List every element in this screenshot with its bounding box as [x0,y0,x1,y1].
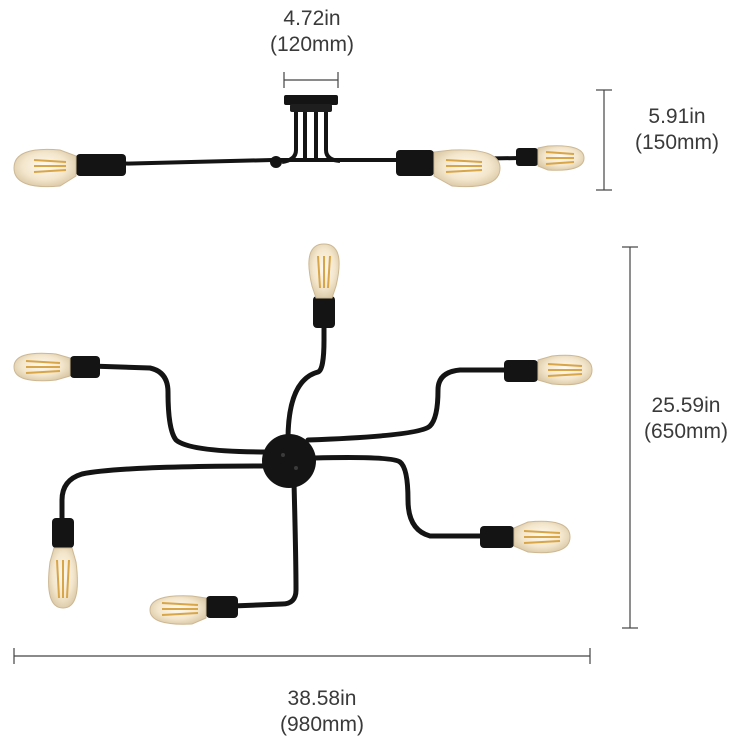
canopy-plate [284,95,338,105]
bulb-top [308,243,340,299]
bulb-bottom [149,595,207,625]
bulb-upper-left [13,352,71,382]
bulb-right [513,520,571,554]
socket-top [313,296,335,328]
canopy-width-mm: (120mm) [269,33,354,56]
top-view-fixture [59,315,515,609]
bulb-side-right [433,149,501,188]
fixture-depth-label: 25.59in (650mm) [622,393,750,445]
arm-bottom [229,479,299,609]
socket-side-far [516,148,538,166]
arm-right [311,455,489,539]
bulb-left [48,547,78,609]
bulb-side-left [13,148,77,188]
hub-knob [270,156,282,168]
bulb-upper-right [537,354,593,386]
top-view-sockets [52,296,538,618]
socket-upper-left [70,356,100,378]
fixture-height-label: 5.91in (150mm) [612,104,742,156]
fixture-height-inches: 5.91in [648,105,706,128]
central-hub [262,434,316,488]
fixture-depth-inches: 25.59in [651,394,721,417]
fixture-width-label: 38.58in (980mm) [232,686,412,738]
side-view-fixture [13,95,585,188]
dimension-lines [13,72,638,664]
socket-right [480,526,514,548]
arm-left [59,463,273,531]
socket-bottom [206,596,238,618]
fixture-width-mm: (980mm) [279,713,364,736]
arm-upper-right [305,367,515,443]
socket-upper-right [504,360,538,382]
socket-left [52,518,74,548]
fixture-width-inches: 38.58in [287,687,357,710]
fixture-height-mm: (150mm) [634,131,719,154]
canopy-width-inches: 4.72in [283,7,341,30]
socket-side-right [396,150,434,176]
canopy-width-label: 4.72in (120mm) [222,6,402,58]
bulb-side-far [537,145,585,171]
socket-side-left [76,154,126,176]
fixture-depth-mm: (650mm) [643,420,728,443]
arm-top [285,315,327,443]
arm-upper-left [87,363,271,455]
